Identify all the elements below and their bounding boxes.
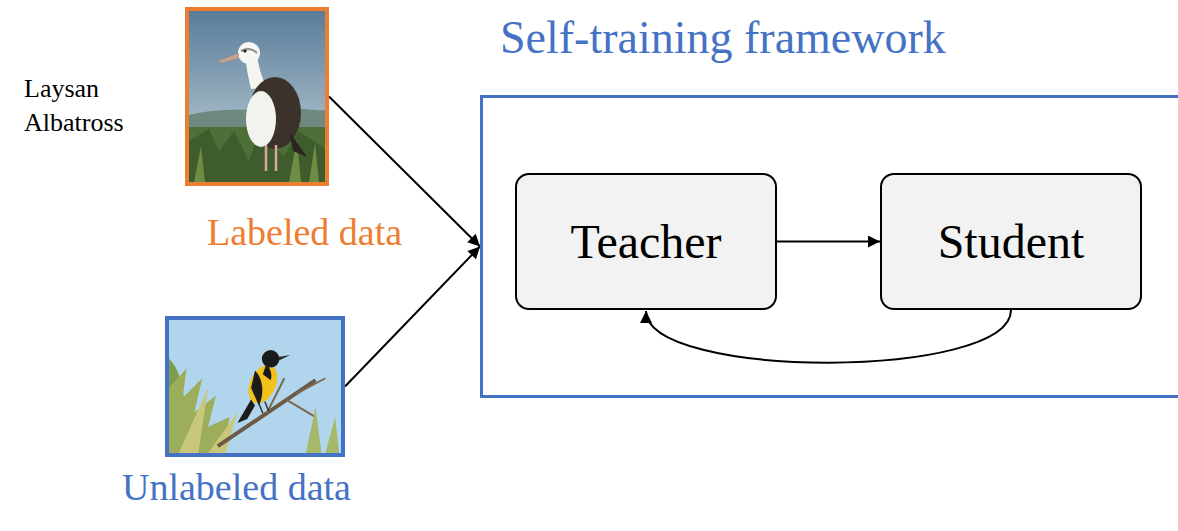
box-label: Student [938,214,1085,269]
process-box: Student [880,173,1142,310]
flow-arrow [345,247,480,387]
process-box: Teacher [515,173,777,310]
photo-frame: Laysan AlbatrossLabeled data [185,7,329,186]
flow-arrow [777,241,880,243]
class-label: Laysan Albatross [24,72,164,140]
frame-title: Self-training framework [500,12,946,65]
albatross-photo [189,11,325,182]
data-caption: Unlabeled data [122,466,351,510]
data-caption: Labeled data [207,211,402,255]
framework-frame: Self-training frameworkTeacherStudent [480,95,1178,398]
photo-frame: Unlabeled data [165,316,345,457]
oriole-photo [169,320,341,453]
flow-arrow [646,310,1011,363]
box-label: Teacher [570,214,721,269]
